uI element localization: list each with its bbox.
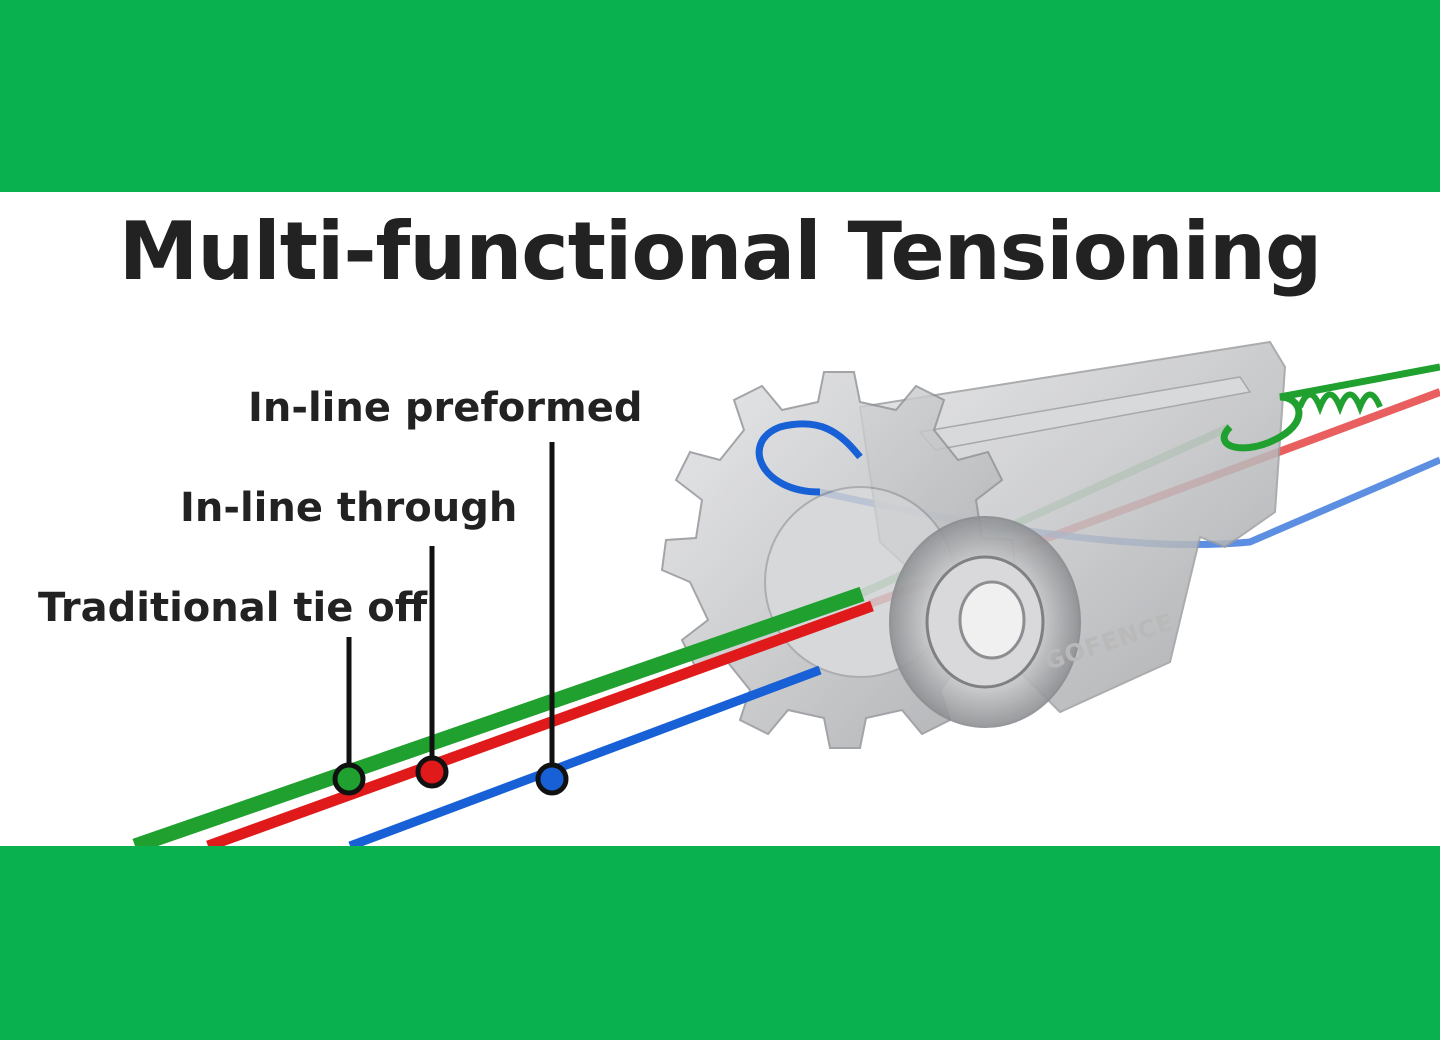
marker-traditional-tie-off [332, 762, 366, 796]
green-preformed-loop [1220, 363, 1440, 452]
red-wire [206, 600, 874, 846]
bottom-green-band [0, 846, 1440, 1040]
top-green-band [0, 0, 1440, 192]
label-traditional-tie-off: Traditional tie off [38, 585, 428, 631]
label-inline-preformed: In-line preformed [248, 385, 643, 431]
diagram-panel: GOFENCE Multi-functional Tensioning In-l… [0, 192, 1440, 846]
blue-preformed-loop [755, 420, 863, 496]
label-inline-through: In-line through [180, 485, 518, 531]
page-title: Multi-functional Tensioning [118, 205, 1323, 298]
marker-inline-through [415, 755, 449, 789]
blue-wire [348, 665, 822, 846]
green-helix [1297, 391, 1383, 416]
green-wire [132, 586, 865, 846]
marker-inline-preformed [535, 762, 569, 796]
tensioner-diagram: GOFENCE [132, 340, 1440, 846]
hub [889, 516, 1081, 728]
